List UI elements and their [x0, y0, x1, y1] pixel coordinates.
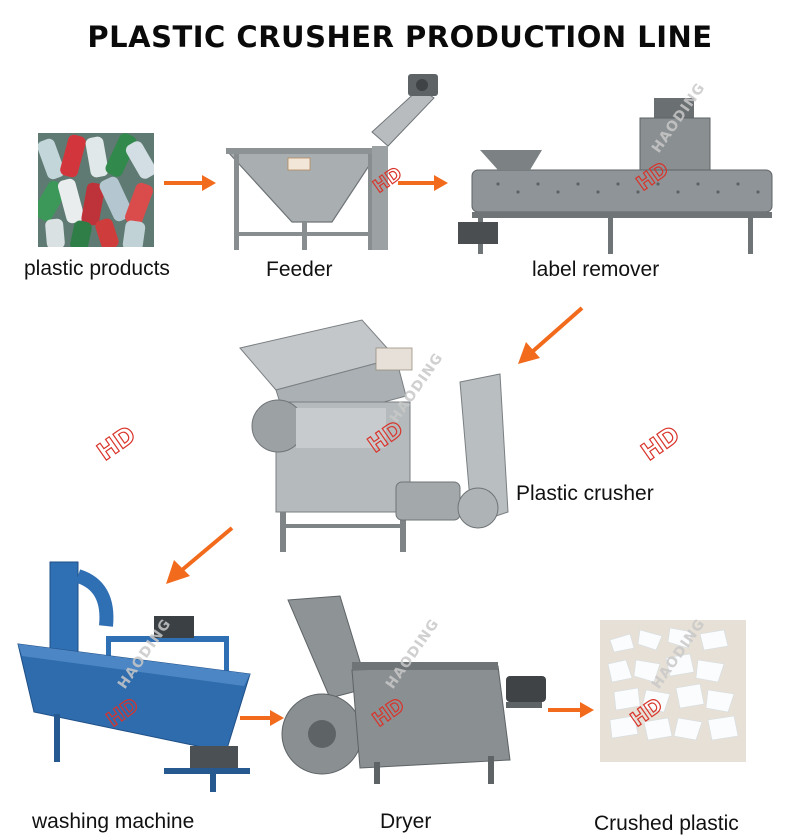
node-crushed-plastic: Crushed plastic [600, 620, 746, 762]
flow-arrow-1 [162, 173, 222, 193]
node-label: Dryer [380, 810, 431, 834]
svg-text:HD: HD [92, 420, 141, 466]
svg-text:HD: HD [368, 693, 409, 732]
node-label: Feeder [266, 258, 333, 282]
node-label: Crushed plastic [594, 812, 739, 836]
feeder-machine-icon [222, 72, 452, 262]
watermark-logo-icon: HD [630, 154, 670, 194]
svg-text:HD: HD [626, 693, 667, 732]
diagram-title: PLASTIC CRUSHER PRODUCTION LINE [0, 20, 800, 54]
svg-text:HD: HD [102, 693, 143, 732]
watermark-logo-icon: HD [366, 690, 406, 730]
plastic-flakes-illustration [600, 620, 746, 762]
bottles-illustration [38, 133, 154, 247]
watermark-logo-icon: HD [92, 424, 132, 464]
node-label: plastic products [24, 257, 170, 281]
node-washing-machine: washing machine [14, 556, 258, 808]
svg-text:HD: HD [369, 163, 406, 197]
svg-text:HD: HD [636, 420, 685, 466]
node-dryer: Dryer [282, 592, 550, 792]
washing-machine-icon [14, 556, 258, 808]
plastic-bottles-image [38, 133, 154, 247]
watermark-logo-icon: HD [100, 690, 140, 730]
dryer-machine-icon [282, 592, 550, 792]
watermark-logo-icon: HD [624, 690, 664, 730]
svg-text:HD: HD [632, 157, 673, 196]
watermark-logo-icon: HD [636, 424, 676, 464]
label-remover-machine-icon [458, 92, 774, 262]
watermark-logo-icon: HD [366, 156, 406, 196]
node-label: washing machine [32, 810, 194, 834]
node-feeder: Feeder [222, 72, 452, 262]
node-plastic-products: plastic products [38, 133, 154, 247]
flow-arrow-6 [546, 700, 606, 720]
node-label: label remover [532, 258, 659, 282]
node-label: Plastic crusher [516, 482, 654, 506]
node-label-remover: label remover [458, 92, 774, 262]
crushed-plastic-image [600, 620, 746, 762]
